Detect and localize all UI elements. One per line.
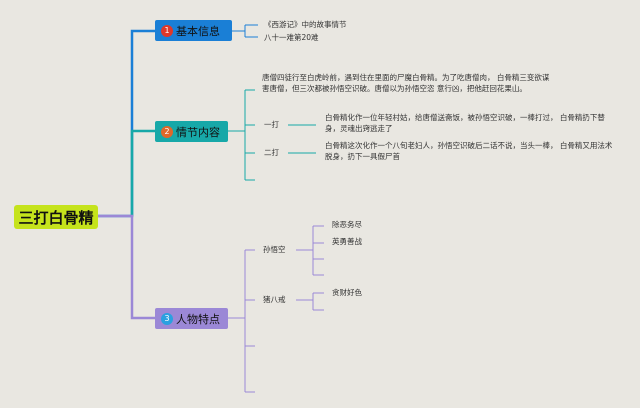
plot-item-detail[interactable]: 白骨精这次化作一个八旬老妇人，孙悟空识破后二话不说，当头一棒， 白骨精又用法术脱…	[325, 141, 613, 161]
branch-basic-info[interactable]: 1 基本信息	[155, 20, 232, 41]
branch-label: 基本信息	[176, 24, 220, 38]
person-name[interactable]: 猪八戒	[263, 295, 286, 304]
branch-label: 人物特点	[176, 312, 220, 326]
plot-item-label[interactable]: 二打	[264, 148, 279, 157]
branch-characters[interactable]: 3 人物特点	[155, 308, 228, 329]
person-trait[interactable]: 英勇善战	[332, 237, 362, 246]
topic-source[interactable]: 《西游记》中的故事情节	[264, 20, 347, 29]
branch-plot[interactable]: 2 情节内容	[155, 121, 228, 142]
number-badge-icon: 1	[161, 24, 173, 37]
person-trait[interactable]: 除恶务尽	[332, 220, 362, 229]
person-name[interactable]: 孙悟空	[263, 245, 286, 254]
number-badge-icon: 2	[161, 125, 173, 138]
topic-order[interactable]: 八十一难第20难	[264, 33, 319, 42]
number-badge-icon: 3	[161, 312, 173, 325]
plot-summary[interactable]: 唐僧四徒行至白虎岭前，遇到住在里面的尸魔白骨精。为了吃唐僧肉， 白骨精三变欲谋害…	[262, 73, 550, 93]
root-node[interactable]: 三打白骨精	[14, 205, 98, 229]
plot-item-detail[interactable]: 白骨精化作一位年轻村姑，给唐僧送斋饭，被孙悟空识破，一棒打过， 白骨精扔下替身，…	[325, 113, 605, 133]
person-trait[interactable]: 贪财好色	[332, 288, 362, 297]
root-label: 三打白骨精	[18, 208, 94, 227]
branch-label: 情节内容	[176, 125, 220, 139]
plot-item-label[interactable]: 一打	[264, 120, 279, 129]
